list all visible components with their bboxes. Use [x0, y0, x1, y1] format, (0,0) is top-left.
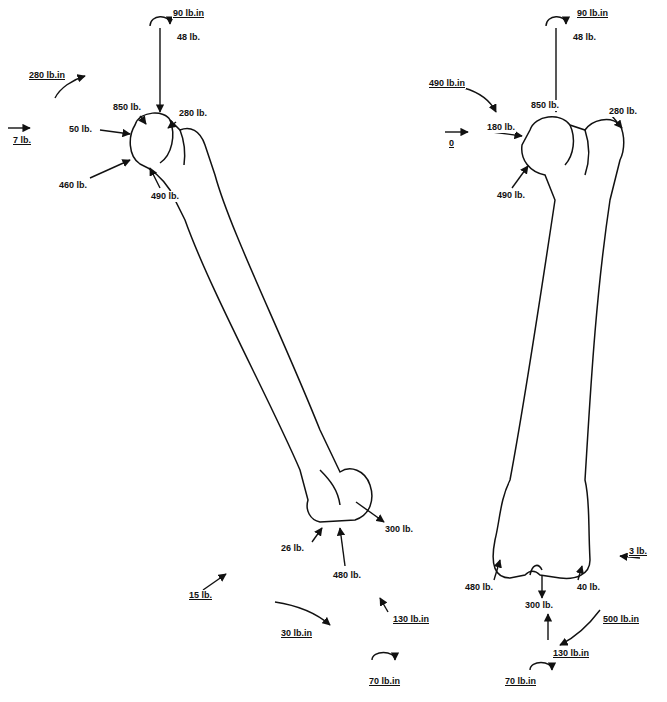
force-label: 280 lb.: [178, 108, 208, 119]
force-label: 3 lb.: [628, 546, 648, 557]
force-label: 280 lb.in: [28, 70, 66, 81]
force-label: 280 lb.: [608, 106, 638, 117]
force-label: 480 lb.: [464, 582, 494, 593]
force-label: 30 lb.in: [280, 628, 313, 639]
force-label: 300 lb.: [384, 524, 414, 535]
force-label: 850 lb.: [530, 100, 560, 111]
force-label: 26 lb.: [280, 543, 305, 554]
force-label: 480 lb.: [332, 570, 362, 581]
force-label: 50 lb.: [68, 124, 93, 135]
femur-outline: [130, 113, 372, 522]
force-label: 0: [448, 138, 455, 149]
force-label: 48 lb.: [176, 32, 201, 43]
force-label: 7 lb.: [12, 135, 32, 146]
force-label: 490 lb.in: [428, 78, 466, 89]
force-label: 15 lb.: [188, 590, 213, 601]
force-label: 130 lb.in: [552, 648, 590, 659]
femur-outline: [493, 117, 624, 579]
force-arrows: [8, 17, 640, 670]
force-label: 70 lb.in: [368, 676, 401, 687]
force-label: 850 lb.: [112, 102, 142, 113]
force-label: 130 lb.in: [392, 614, 430, 625]
force-label: 300 lb.: [524, 600, 554, 611]
force-label: 90 lb.in: [172, 8, 205, 19]
force-label: 70 lb.in: [504, 676, 537, 687]
force-label: 90 lb.in: [576, 8, 609, 19]
force-label: 490 lb.: [150, 191, 180, 202]
force-label: 40 lb.: [576, 582, 601, 593]
force-label: 490 lb.: [496, 190, 526, 201]
force-label: 460 lb.: [58, 180, 88, 191]
force-label: 180 lb.: [486, 122, 516, 133]
force-label: 48 lb.: [572, 32, 597, 43]
force-label: 500 lb.in: [602, 614, 640, 625]
